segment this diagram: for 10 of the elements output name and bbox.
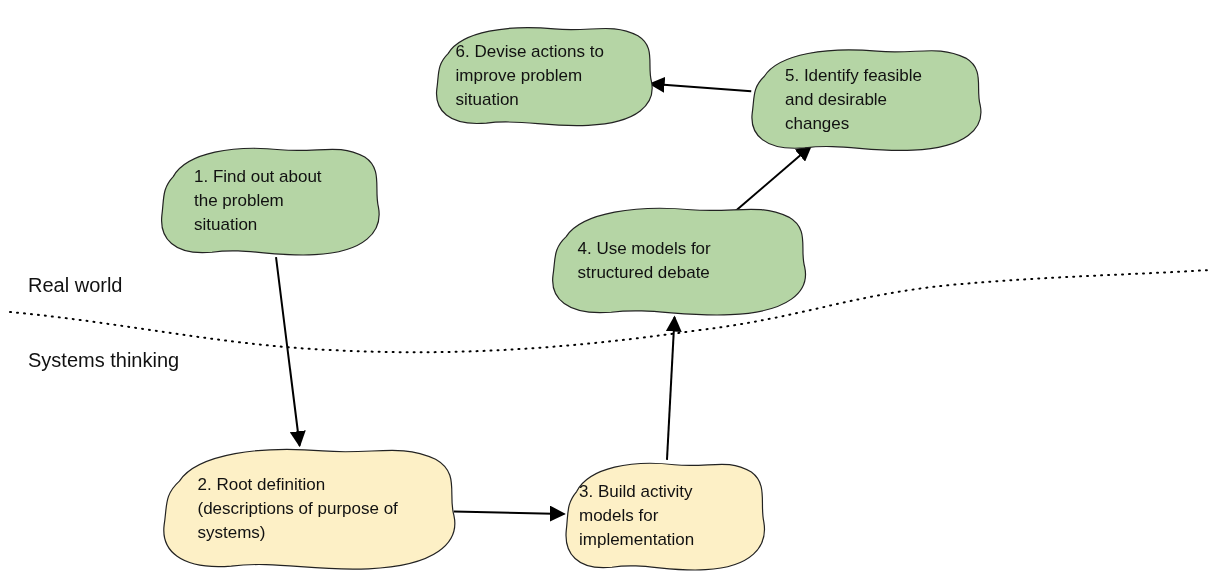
region-label: Systems thinking	[28, 348, 180, 373]
node-label: 1. Find out about the problem situation	[194, 166, 323, 236]
node-label: 3. Build activity models for implementation	[579, 481, 696, 551]
node-label: 5. Identify feasible and desirable changes	[785, 64, 924, 135]
node-label: 4. Use models for structured debate	[577, 238, 712, 284]
node-label: 2. Root definition (descriptions of purpose of systems)	[197, 473, 399, 544]
region-label: Real world	[28, 273, 123, 298]
arrow	[275, 256, 306, 448]
arrow	[665, 315, 682, 461]
node-label: 6. Devise actions to improve problem situation	[455, 41, 605, 111]
